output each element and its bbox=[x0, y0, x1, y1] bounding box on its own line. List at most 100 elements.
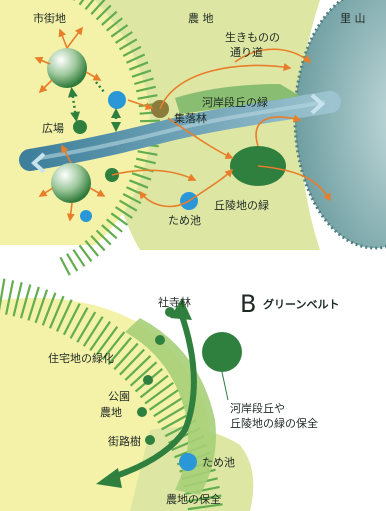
stripe-line bbox=[129, 361, 158, 387]
green-belt-arrow bbox=[109, 308, 197, 481]
pond-dot-3 bbox=[80, 210, 92, 222]
b-title: グリーンベルト bbox=[263, 297, 339, 311]
green-belt-arrow-head-top bbox=[170, 298, 192, 320]
b-dot-2 bbox=[143, 375, 153, 385]
label-river-terrace-green: 河岸段丘の緑 bbox=[202, 95, 268, 109]
label-street-trees: 街路樹 bbox=[108, 434, 141, 448]
terrace-green-ball bbox=[202, 332, 242, 372]
river-chevron-right bbox=[310, 93, 325, 115]
stripe-line bbox=[126, 53, 146, 64]
stripe-line bbox=[82, 316, 104, 347]
b-dot-4 bbox=[145, 435, 155, 445]
stripe-line bbox=[186, 494, 222, 503]
stripe-line bbox=[101, 331, 126, 361]
stripe-line bbox=[144, 381, 174, 405]
b-dot-1 bbox=[155, 335, 165, 345]
river-terrace-green bbox=[175, 84, 300, 114]
green-belt-band bbox=[125, 318, 216, 495]
river-highlight bbox=[39, 100, 326, 160]
stripe-line bbox=[19, 284, 32, 319]
label-park: 公園 bbox=[108, 390, 130, 403]
diagram-b: B グリーンベルト 社寺林 住宅地の緑化 公園 農地 街路樹 河岸段丘や 丘陵地… bbox=[0, 278, 339, 511]
stripe-line bbox=[114, 206, 133, 219]
stripe-line bbox=[34, 289, 49, 324]
stripe-line bbox=[69, 307, 89, 339]
label-shrine-forest: 社寺林 bbox=[158, 295, 191, 309]
stripe-line bbox=[113, 342, 139, 371]
stripe-line bbox=[139, 374, 169, 399]
stripe-line bbox=[72, 249, 86, 267]
stripe-line bbox=[122, 45, 142, 57]
label-terrace-conservation-2: 丘陵地の緑の保全 bbox=[230, 416, 318, 430]
stripe-line bbox=[124, 355, 152, 381]
stripe-line bbox=[128, 61, 149, 71]
stripe-line bbox=[137, 150, 158, 156]
stripe-line bbox=[110, 24, 129, 38]
stripe-line bbox=[110, 212, 129, 226]
stripe-line bbox=[101, 224, 118, 240]
stripe-line bbox=[0, 278, 6, 312]
stripe-line bbox=[95, 229, 112, 246]
label-farmland-b: 農地 bbox=[100, 405, 122, 419]
habitat-arrows bbox=[34, 26, 331, 222]
stripe-line bbox=[106, 218, 123, 233]
link-dotted-3 bbox=[95, 81, 105, 93]
b-dot-3 bbox=[137, 407, 147, 417]
stripe-line bbox=[148, 388, 180, 411]
label-residential-green: 住宅地の緑化 bbox=[48, 351, 114, 365]
label-plaza: 広場 bbox=[42, 122, 64, 135]
stripe-line bbox=[5, 280, 15, 315]
stripe-line bbox=[187, 503, 223, 511]
b-marker: B bbox=[240, 290, 256, 318]
label-city: 市街地 bbox=[33, 11, 66, 25]
stripe-line bbox=[48, 295, 65, 329]
stripe-line bbox=[118, 38, 138, 51]
stripe-line bbox=[122, 193, 142, 205]
pond-dot-b bbox=[179, 453, 197, 471]
pond-dot-1 bbox=[108, 91, 126, 109]
label-farmland-conservation: 農地の保全 bbox=[166, 492, 221, 506]
stripe-line bbox=[84, 240, 100, 257]
label-habitat-path-1: 生きものの bbox=[225, 30, 280, 44]
shrine-forest-dot bbox=[165, 307, 175, 317]
stripe-line bbox=[106, 17, 123, 32]
stripe-line bbox=[78, 244, 93, 263]
stripe-line bbox=[27, 286, 40, 321]
stripe-line bbox=[135, 157, 156, 165]
river-chevron-left bbox=[31, 152, 46, 174]
label-pond-a: ため池 bbox=[168, 214, 201, 227]
stripe-line bbox=[59, 256, 71, 276]
stripe-line bbox=[89, 320, 112, 352]
label-terrace-conservation-1: 河岸段丘や bbox=[230, 401, 285, 415]
stripe-line bbox=[131, 172, 152, 181]
label-habitat-path-2: 通り道 bbox=[230, 45, 263, 59]
stripe-line bbox=[76, 311, 97, 343]
stripe-line bbox=[84, 0, 95, 10]
stripe-line bbox=[139, 119, 160, 123]
stripe-line bbox=[95, 4, 112, 21]
plaza-dot bbox=[73, 120, 87, 134]
stripe-line bbox=[95, 326, 119, 356]
stripe-line bbox=[131, 69, 152, 78]
stripe-line bbox=[66, 253, 79, 272]
stripe-line bbox=[135, 85, 156, 93]
stripe-line bbox=[133, 77, 154, 86]
stripe-line bbox=[157, 403, 189, 424]
label-farmland: 農 地 bbox=[188, 11, 214, 25]
city-park-ball-bottom bbox=[51, 163, 91, 203]
stripe-line bbox=[101, 10, 118, 26]
label-pond-b: ため池 bbox=[202, 456, 235, 469]
stripe-line bbox=[62, 303, 81, 336]
stripe-line bbox=[119, 348, 145, 376]
stripe-line bbox=[41, 292, 57, 326]
stripe-line bbox=[114, 31, 133, 44]
stripe-line bbox=[153, 396, 184, 418]
diagram-a: 市街地 農 地 里 山 生きものの 通り道 広場 河岸段丘の緑 集落林 丘陵地の… bbox=[0, 0, 386, 276]
label-village-forest: 集落林 bbox=[174, 111, 207, 125]
stripe-line bbox=[90, 0, 106, 16]
stripe-line bbox=[90, 234, 106, 252]
stripe-line bbox=[128, 179, 149, 189]
stripe-line bbox=[118, 199, 138, 212]
